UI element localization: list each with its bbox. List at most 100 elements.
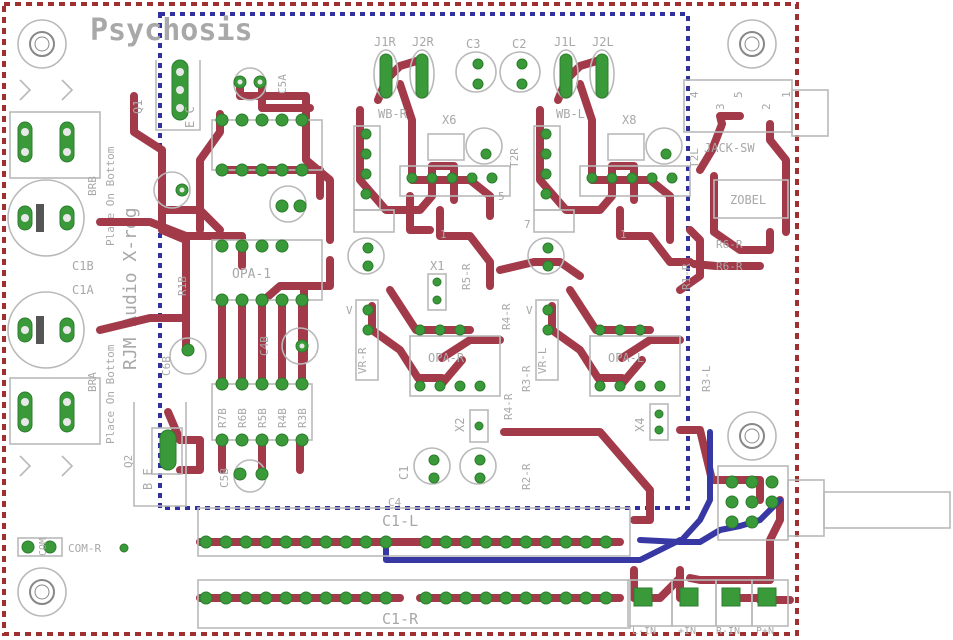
label-r4-r-b: R4-R bbox=[502, 393, 515, 420]
via-pad bbox=[439, 591, 453, 605]
label-r4-r: R4-R bbox=[500, 303, 513, 330]
via-pad bbox=[499, 591, 513, 605]
via-pad bbox=[319, 591, 333, 605]
label-opa-l: OPA-L bbox=[608, 351, 644, 365]
label-c1-l: C1-L bbox=[382, 512, 418, 530]
via-pad bbox=[599, 591, 613, 605]
keepout-outline bbox=[158, 12, 690, 510]
label-com: COM bbox=[38, 538, 49, 556]
via-pad bbox=[479, 535, 493, 549]
connector-j2r bbox=[409, 49, 435, 99]
connector-j1r bbox=[373, 49, 399, 99]
mounting-hole-bl bbox=[17, 567, 67, 617]
via-pad bbox=[299, 591, 313, 605]
label-c6b: C6B bbox=[160, 356, 173, 376]
board-outline bbox=[2, 2, 799, 636]
cap-bank-c1-r bbox=[197, 579, 631, 629]
via-pad bbox=[579, 591, 593, 605]
capacitor-c1b bbox=[7, 179, 85, 257]
label-j2r: J2R bbox=[412, 35, 434, 49]
via-pad bbox=[219, 591, 233, 605]
bridge-rectifier-a bbox=[9, 377, 101, 477]
jack-pin-5: 5 bbox=[732, 91, 745, 98]
via-pad bbox=[419, 591, 433, 605]
capacitor-c2 bbox=[499, 51, 541, 93]
via-pad bbox=[439, 535, 453, 549]
via-pad bbox=[359, 535, 373, 549]
capacitor-small-r bbox=[347, 237, 385, 275]
label-x8: X8 bbox=[622, 113, 636, 127]
label-c3: C3 bbox=[466, 37, 480, 51]
label-wb-l: WB-L bbox=[556, 107, 585, 121]
transistor-q2 bbox=[133, 402, 187, 507]
label-j1l: J1L bbox=[554, 35, 576, 49]
label-zobel: ZOBEL bbox=[730, 193, 766, 207]
via-pad bbox=[199, 591, 213, 605]
connector-j2l bbox=[589, 49, 615, 99]
via-pad bbox=[559, 535, 573, 549]
opamp-opa-l bbox=[589, 324, 681, 397]
label-bra: BRA bbox=[86, 372, 99, 392]
via-pad bbox=[539, 535, 553, 549]
jack-pin-1: 1 bbox=[780, 91, 793, 98]
label-r6b: R6B bbox=[236, 408, 249, 428]
jack-switch bbox=[683, 79, 829, 137]
label-r1b: R1B bbox=[176, 276, 189, 296]
label-x6: X6 bbox=[442, 113, 456, 127]
via-pad bbox=[559, 591, 573, 605]
label-r7b: R7B bbox=[216, 408, 229, 428]
label-place-bottom-1: Place On Bottom bbox=[104, 146, 117, 246]
volume-potentiometer bbox=[717, 465, 951, 541]
vr-r bbox=[355, 299, 379, 381]
via-pad bbox=[459, 535, 473, 549]
label-r-in: R-IN bbox=[716, 626, 740, 637]
capacitor-t2l bbox=[645, 127, 683, 165]
label-r5b: R5B bbox=[256, 408, 269, 428]
label-j2l: J2L bbox=[592, 35, 614, 49]
input-terminals bbox=[627, 579, 789, 627]
label-j1r: J1R bbox=[374, 35, 396, 49]
label-c4b: C4B bbox=[258, 336, 271, 356]
via-pad bbox=[359, 591, 373, 605]
wb-r-block bbox=[353, 125, 395, 233]
label-r1-r: R1-R bbox=[680, 263, 693, 290]
via-pad bbox=[279, 535, 293, 549]
label-r5-r: R5-R bbox=[460, 263, 473, 290]
vr-l bbox=[535, 299, 559, 381]
label-one-a: 1 bbox=[440, 228, 447, 241]
via-pad bbox=[199, 535, 213, 549]
via-pad bbox=[579, 535, 593, 549]
label-r2-r: R2-R bbox=[520, 463, 533, 490]
label-wb-r: WB-R bbox=[378, 107, 408, 121]
via-pad bbox=[459, 591, 473, 605]
via-pad bbox=[339, 535, 353, 549]
opamp-opa1 bbox=[211, 239, 323, 307]
label-c1-r: C1-R bbox=[382, 610, 419, 628]
wb-l-block bbox=[533, 125, 575, 233]
capacitor-c4b bbox=[281, 327, 319, 365]
via-pad bbox=[479, 591, 493, 605]
jack-pin-4: 4 bbox=[688, 91, 701, 98]
regulator-x6 bbox=[399, 133, 511, 197]
label-t2r: T2R bbox=[508, 148, 521, 168]
label-c2: C2 bbox=[512, 37, 526, 51]
cap-row-top-pads bbox=[199, 535, 613, 549]
label-one-b: 1 bbox=[620, 228, 627, 241]
capacitor-c5b bbox=[233, 459, 269, 493]
capacitor-c1 bbox=[413, 447, 451, 485]
label-c5a: C5A bbox=[276, 74, 289, 94]
via-pad bbox=[259, 591, 273, 605]
resistor-bank-top bbox=[211, 113, 323, 177]
via-pad bbox=[279, 591, 293, 605]
label-v1: V bbox=[346, 304, 353, 317]
via-pad bbox=[519, 591, 533, 605]
cap-row-bottom-pads bbox=[199, 591, 613, 605]
com-connector bbox=[17, 537, 63, 557]
via-pad bbox=[519, 535, 533, 549]
capacitor-c3 bbox=[455, 51, 497, 93]
label-seven: 7 bbox=[524, 218, 531, 231]
via-pad bbox=[299, 535, 313, 549]
label-r6-r-b: R6-R bbox=[716, 260, 743, 273]
mounting-hole-tr bbox=[727, 19, 777, 69]
via-pad bbox=[539, 591, 553, 605]
